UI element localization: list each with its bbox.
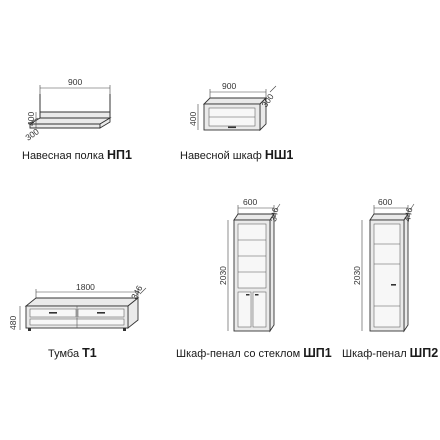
nsh1-drawing: 900 400 300: [188, 81, 277, 132]
np1-width-label: 900: [68, 77, 82, 87]
t1-right-handle: [97, 312, 105, 314]
t1-depth-label: 346: [129, 283, 145, 300]
shp2-handle: [391, 284, 396, 286]
shp1-lower-left-door: [237, 291, 252, 328]
shp1-height-label: 2030: [218, 266, 228, 285]
np1-code: НП1: [107, 148, 132, 162]
shp2-name: Шкаф-пенал: [342, 348, 407, 360]
shp1-handle-left: [246, 294, 250, 296]
t1-top-face: [24, 297, 140, 307]
shp2-height-label: 2030: [352, 266, 362, 285]
shp2-side-face: [403, 212, 409, 333]
shp2-drawing: 600 2030 446: [352, 197, 414, 333]
shp1-lower-right-door: [252, 291, 267, 328]
np1-drawing: 900 400 300: [23, 77, 112, 143]
shp1-depth-label: 346: [268, 206, 280, 222]
t1-left-handle: [49, 312, 57, 314]
shp1-name: Шкаф-пенал со стеклом: [176, 348, 301, 360]
np1-height-label: 400: [26, 112, 36, 126]
shp2-door: [373, 223, 401, 328]
nsh1-handle: [228, 126, 236, 129]
nsh1-width-label: 900: [222, 81, 236, 91]
shp2-depth-label: 446: [402, 206, 414, 222]
shp2-width-label: 600: [378, 197, 392, 207]
nsh1-height-label: 400: [188, 112, 198, 126]
np1-depth-label: 300: [23, 126, 41, 142]
shp1-drawing: 600 2030 346: [218, 197, 280, 333]
np1-shelf-front: [29, 123, 101, 129]
t1-name: Тумба: [48, 348, 80, 360]
t1-height-label: 480: [8, 316, 18, 330]
t1-width-label: 1800: [76, 282, 95, 292]
shp1-handle-right: [255, 294, 259, 296]
shp1-side-face: [269, 212, 275, 333]
shp2-code: ШП2: [409, 346, 439, 360]
nsh1-top-face: [202, 97, 268, 105]
nsh1-code: НШ1: [264, 148, 294, 162]
shp1-code: ШП1: [303, 346, 332, 360]
t1-code: Т1: [82, 346, 97, 360]
np1-name: Навесная полка: [22, 150, 105, 162]
nsh1-name: Навесной шкаф: [180, 150, 262, 162]
np1-back-panel: [39, 111, 111, 119]
np1-shelf-top: [28, 117, 112, 125]
t1-drawing: 1800 480 346: [8, 282, 147, 331]
shp1-width-label: 600: [243, 197, 257, 207]
